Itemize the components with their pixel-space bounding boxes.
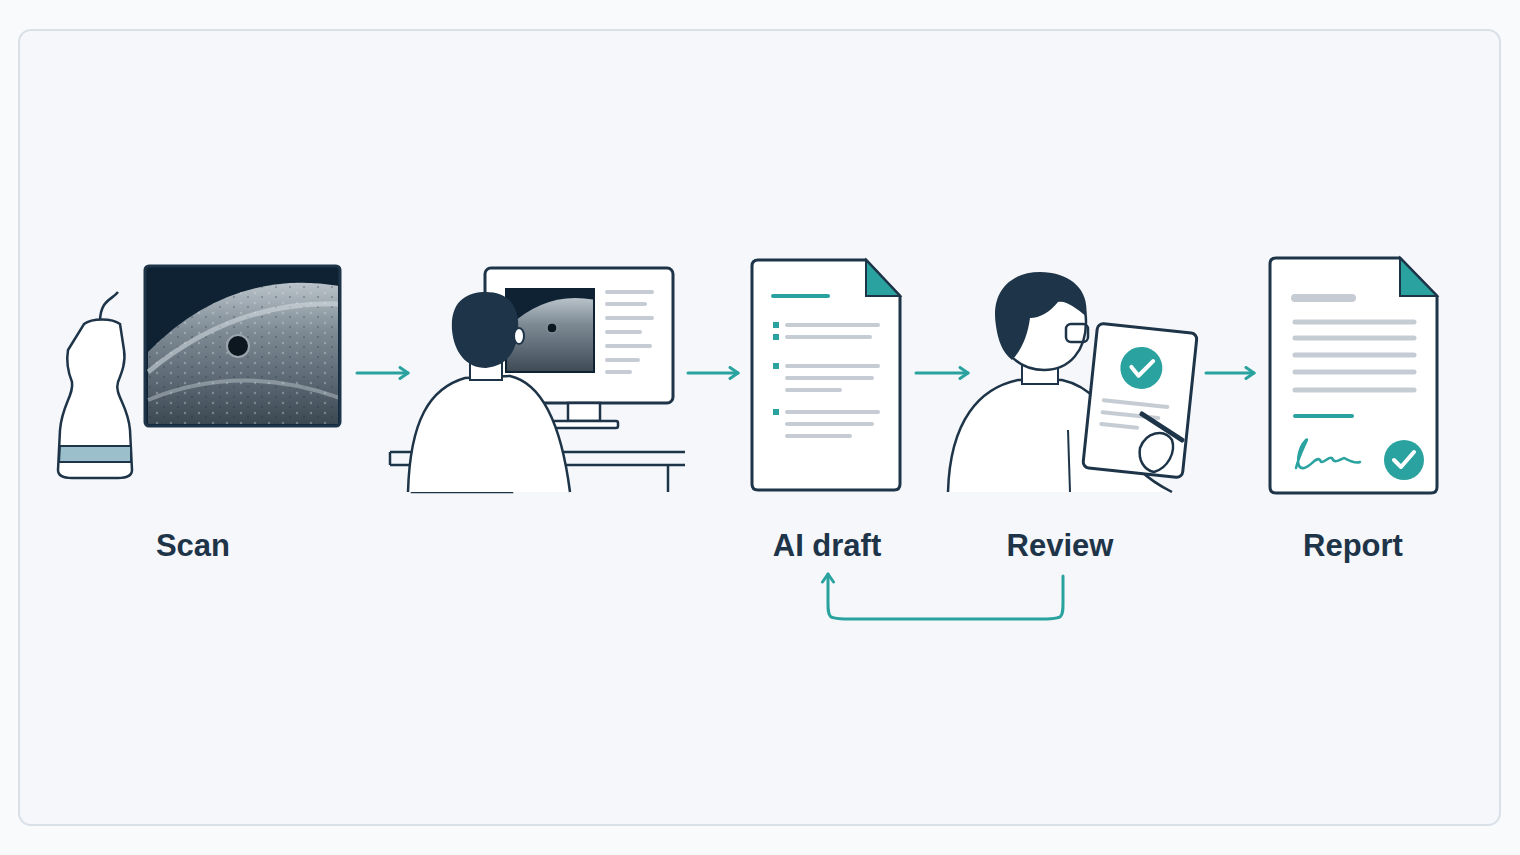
- tissue-band: [148, 304, 338, 372]
- clinician-at-computer: [390, 268, 685, 492]
- head-hair: [452, 292, 518, 368]
- stage-label: Scan: [156, 528, 230, 564]
- signature: [1296, 439, 1360, 468]
- stage-node: AI draft: [750, 258, 904, 568]
- reviewer-hair: [995, 272, 1087, 360]
- document-sheet: [752, 260, 900, 490]
- arrow-line: [1206, 372, 1254, 375]
- monitor-stand: [568, 403, 600, 421]
- ultrasound-fan: [148, 283, 338, 424]
- glasses: [1066, 324, 1088, 342]
- approval-check: [1118, 345, 1164, 391]
- document-fold: [1400, 258, 1437, 296]
- gestational-sac: [227, 335, 249, 357]
- image-frame: [145, 266, 340, 426]
- report-heading-line: [1295, 294, 1352, 302]
- report-document: [1270, 258, 1437, 493]
- report-rule: [1295, 414, 1352, 418]
- flow-arrow: [357, 373, 738, 374]
- hand: [1140, 433, 1173, 472]
- stage-node: Scan: [50, 262, 345, 568]
- monitor-screen-image: [505, 288, 595, 373]
- flow-arrow: [828, 574, 1063, 619]
- stage-node: Review: [980, 268, 1194, 568]
- draft-heading-line: [773, 294, 828, 298]
- reviewer: [948, 272, 1197, 492]
- ultrasound-probe: [58, 292, 132, 478]
- probe-cable: [100, 292, 118, 322]
- flow-arrow: [916, 373, 968, 374]
- arrow-line: [828, 574, 1063, 619]
- stage-label: Review: [1007, 528, 1114, 564]
- stage-node: Report: [1266, 255, 1442, 568]
- clipboard-sheet: [1083, 323, 1198, 478]
- ultrasound-texture: [148, 283, 338, 424]
- ultrasound-image: [145, 266, 340, 426]
- monitor-base: [552, 421, 618, 428]
- arm-line: [1068, 430, 1070, 492]
- flow-arrow: [1206, 373, 1254, 374]
- small-sac: [547, 323, 557, 333]
- check-mark: [1131, 359, 1154, 377]
- document-sheet: [1270, 258, 1437, 493]
- arrow-line: [357, 372, 408, 375]
- small-fan: [507, 298, 593, 371]
- clipboard: [1083, 323, 1198, 478]
- document-fold: [866, 260, 900, 296]
- tissue-band: [148, 380, 338, 400]
- final-check: [1384, 440, 1424, 480]
- panel: [19, 30, 1500, 825]
- bullet-dots: [773, 322, 779, 415]
- report-text-lines: [1295, 322, 1414, 390]
- arrow-line: [916, 372, 968, 375]
- stage-label: Report: [1303, 528, 1403, 564]
- stage-label: AI draft: [773, 528, 882, 564]
- draft-document: [752, 260, 900, 490]
- ear: [514, 328, 524, 344]
- probe-band: [59, 446, 131, 462]
- arrow-line: [688, 372, 738, 375]
- clinician-body: [408, 376, 570, 492]
- draft-text-lines: [787, 325, 878, 436]
- screen-text-lines: [607, 292, 652, 372]
- check-mark: [1394, 452, 1414, 467]
- probe-body: [58, 320, 132, 479]
